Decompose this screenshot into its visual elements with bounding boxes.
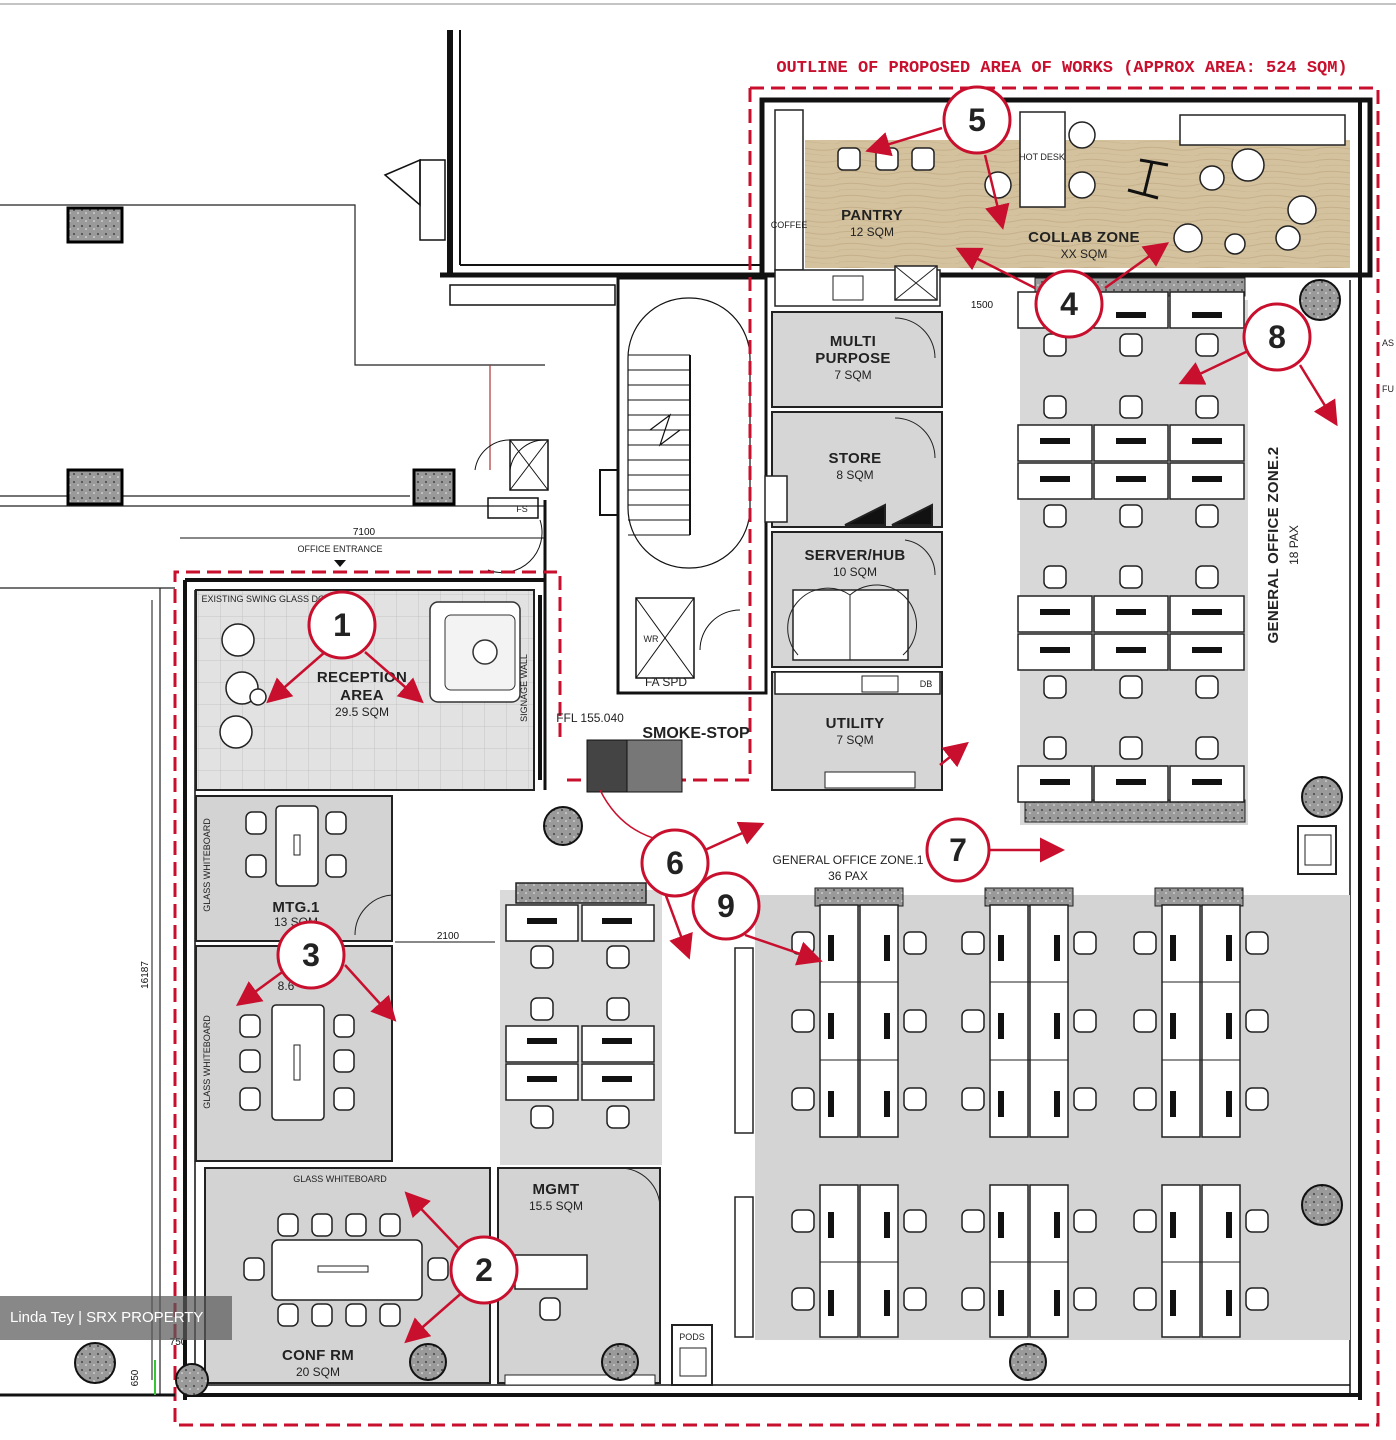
callout-5-number: 5 xyxy=(968,102,986,138)
service-rooms xyxy=(764,311,943,791)
fixtures xyxy=(0,279,1343,1397)
fu-label: FU xyxy=(1382,384,1394,394)
mgmt-title: MGMT xyxy=(532,1181,579,1198)
callout-bubbles: 1 2 3 4 5 6 7 8 9 xyxy=(276,85,1312,1305)
meeting-room-1 xyxy=(195,795,393,942)
outline-label: OUTLINE OF PROPOSED AREA OF WORKS (APPRO… xyxy=(776,59,1347,78)
workstations-left xyxy=(500,882,662,1165)
callout-5: 5 xyxy=(942,85,1012,155)
conference-room xyxy=(204,1167,491,1384)
store-title: STORE xyxy=(829,450,882,467)
columns xyxy=(66,206,456,506)
ffl-label: FFL 155.040 xyxy=(556,711,624,725)
existing-door-note: EXISTING SWING GLASS DOOR xyxy=(201,594,339,604)
zone1-title: GENERAL OFFICE ZONE.1 xyxy=(773,853,924,867)
zone1-pax: 36 PAX xyxy=(828,869,868,883)
db-label: DB xyxy=(920,679,933,689)
callout-1: 1 xyxy=(307,590,377,660)
collab-area: XX SQM xyxy=(1061,247,1108,261)
conf-area: 20 SQM xyxy=(296,1365,340,1379)
callout-4: 4 xyxy=(1034,269,1104,339)
dim-7100: 7100 xyxy=(353,527,376,538)
mtg1-title: MTG.1 xyxy=(272,899,319,916)
callout-arrows xyxy=(235,126,1338,1344)
conf-title: CONF RM xyxy=(282,1347,354,1364)
dim-16187: 16187 xyxy=(140,961,151,989)
mtg1-whiteboard: GLASS WHITEBOARD xyxy=(202,818,212,912)
callout-1-number: 1 xyxy=(333,607,351,643)
pantry-title: PANTRY xyxy=(841,207,903,224)
server-area: 10 SQM xyxy=(833,565,877,579)
callout-4-number: 4 xyxy=(1060,286,1078,322)
zone2-pax: 18 PAX xyxy=(1287,525,1301,565)
wr-label: WR xyxy=(644,634,659,644)
utility-title: UTILITY xyxy=(826,715,885,732)
callout-3-number: 3 xyxy=(302,937,320,973)
hot-desk-label: HOT DESK xyxy=(1019,152,1065,162)
coffee-label: COFFEE xyxy=(771,220,808,230)
watermark-caption: Linda Tey | SRX PROPERTY xyxy=(0,1296,232,1340)
signage-wall-label: SIGNAGE WALL xyxy=(519,654,529,722)
conf-whiteboard: GLASS WHITEBOARD xyxy=(293,1174,387,1184)
fa-spd-label: FA SPD xyxy=(645,675,687,689)
callout-8-number: 8 xyxy=(1268,319,1286,355)
callout-2-number: 2 xyxy=(475,1252,493,1288)
callout-7-number: 7 xyxy=(949,832,967,868)
callout-8: 8 xyxy=(1242,302,1312,372)
reception-area: 29.5 SQM xyxy=(335,705,389,719)
server-title: SERVER/HUB xyxy=(804,547,905,564)
fs-label: FS xyxy=(516,504,528,514)
multi-title: MULTI xyxy=(830,333,876,350)
zone1-workstations xyxy=(734,887,1350,1340)
pods-label: PODS xyxy=(679,1332,705,1342)
mgmt-area: 15.5 SQM xyxy=(529,1199,583,1213)
as-label: AS xyxy=(1382,338,1394,348)
callout-3: 3 xyxy=(276,920,346,990)
core-walls xyxy=(383,30,768,790)
callout-6-number: 6 xyxy=(666,845,684,881)
dim-650: 650 xyxy=(130,1369,141,1386)
reception-title: RECEPTION xyxy=(317,669,407,686)
mtg2-whiteboard: GLASS WHITEBOARD xyxy=(202,1015,212,1109)
pantry-area: 12 SQM xyxy=(850,225,894,239)
reception-title-2: AREA xyxy=(340,687,384,704)
callout-9: 9 xyxy=(691,871,761,941)
collab-title: COLLAB ZONE xyxy=(1028,229,1140,246)
multi-title-2: PURPOSE xyxy=(815,350,890,367)
dim-1500: 1500 xyxy=(971,300,994,311)
callout-9-number: 9 xyxy=(717,888,735,924)
zone2-title: GENERAL OFFICE ZONE.2 xyxy=(1265,447,1282,644)
utility-area: 7 SQM xyxy=(836,733,873,747)
meeting-room-2 xyxy=(195,945,393,1162)
store-area: 8 SQM xyxy=(836,468,873,482)
callout-7: 7 xyxy=(925,817,991,883)
callout-6: 6 xyxy=(640,828,710,898)
dim-2100: 2100 xyxy=(437,931,460,942)
zone2-workstations xyxy=(1017,277,1248,825)
multi-area: 7 SQM xyxy=(834,368,871,382)
smoke-stop-label: SMOKE-STOP xyxy=(642,725,750,742)
callout-2: 2 xyxy=(449,1235,519,1305)
dim-750: 750 xyxy=(170,1337,187,1348)
office-entrance-label: OFFICE ENTRANCE xyxy=(297,544,382,554)
